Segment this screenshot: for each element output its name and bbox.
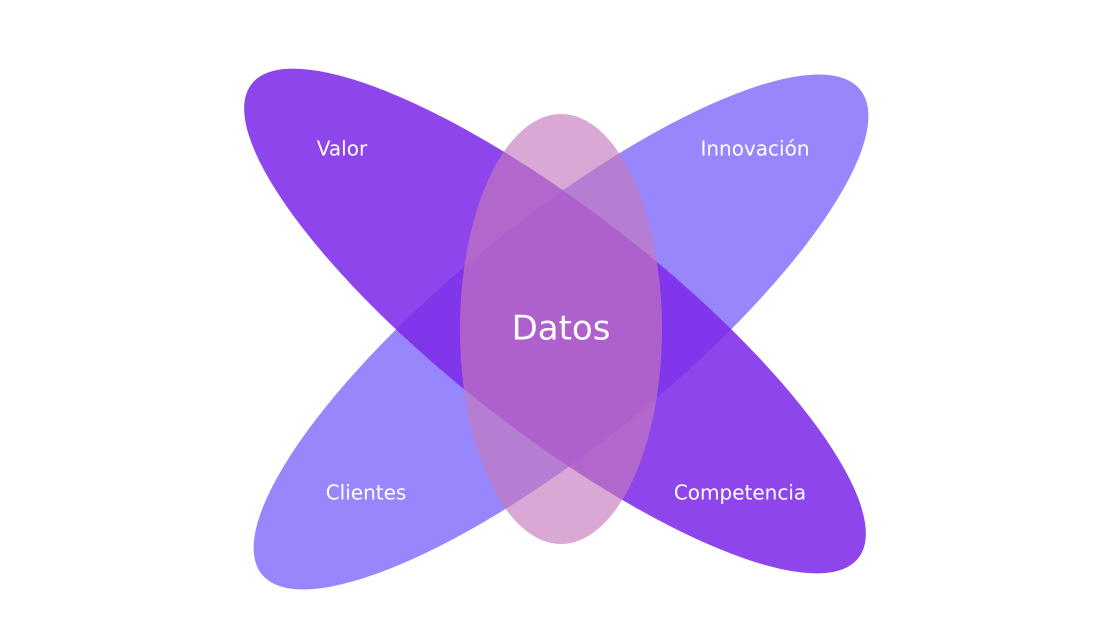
petal-label-clientes: Clientes	[326, 481, 407, 505]
petal-label-innovacion: Innovación	[700, 137, 809, 161]
center-label: Datos	[512, 309, 611, 349]
petal-label-valor: Valor	[317, 137, 368, 161]
center-datos-ellipse	[460, 114, 662, 544]
petal-label-competencia: Competencia	[674, 481, 806, 505]
